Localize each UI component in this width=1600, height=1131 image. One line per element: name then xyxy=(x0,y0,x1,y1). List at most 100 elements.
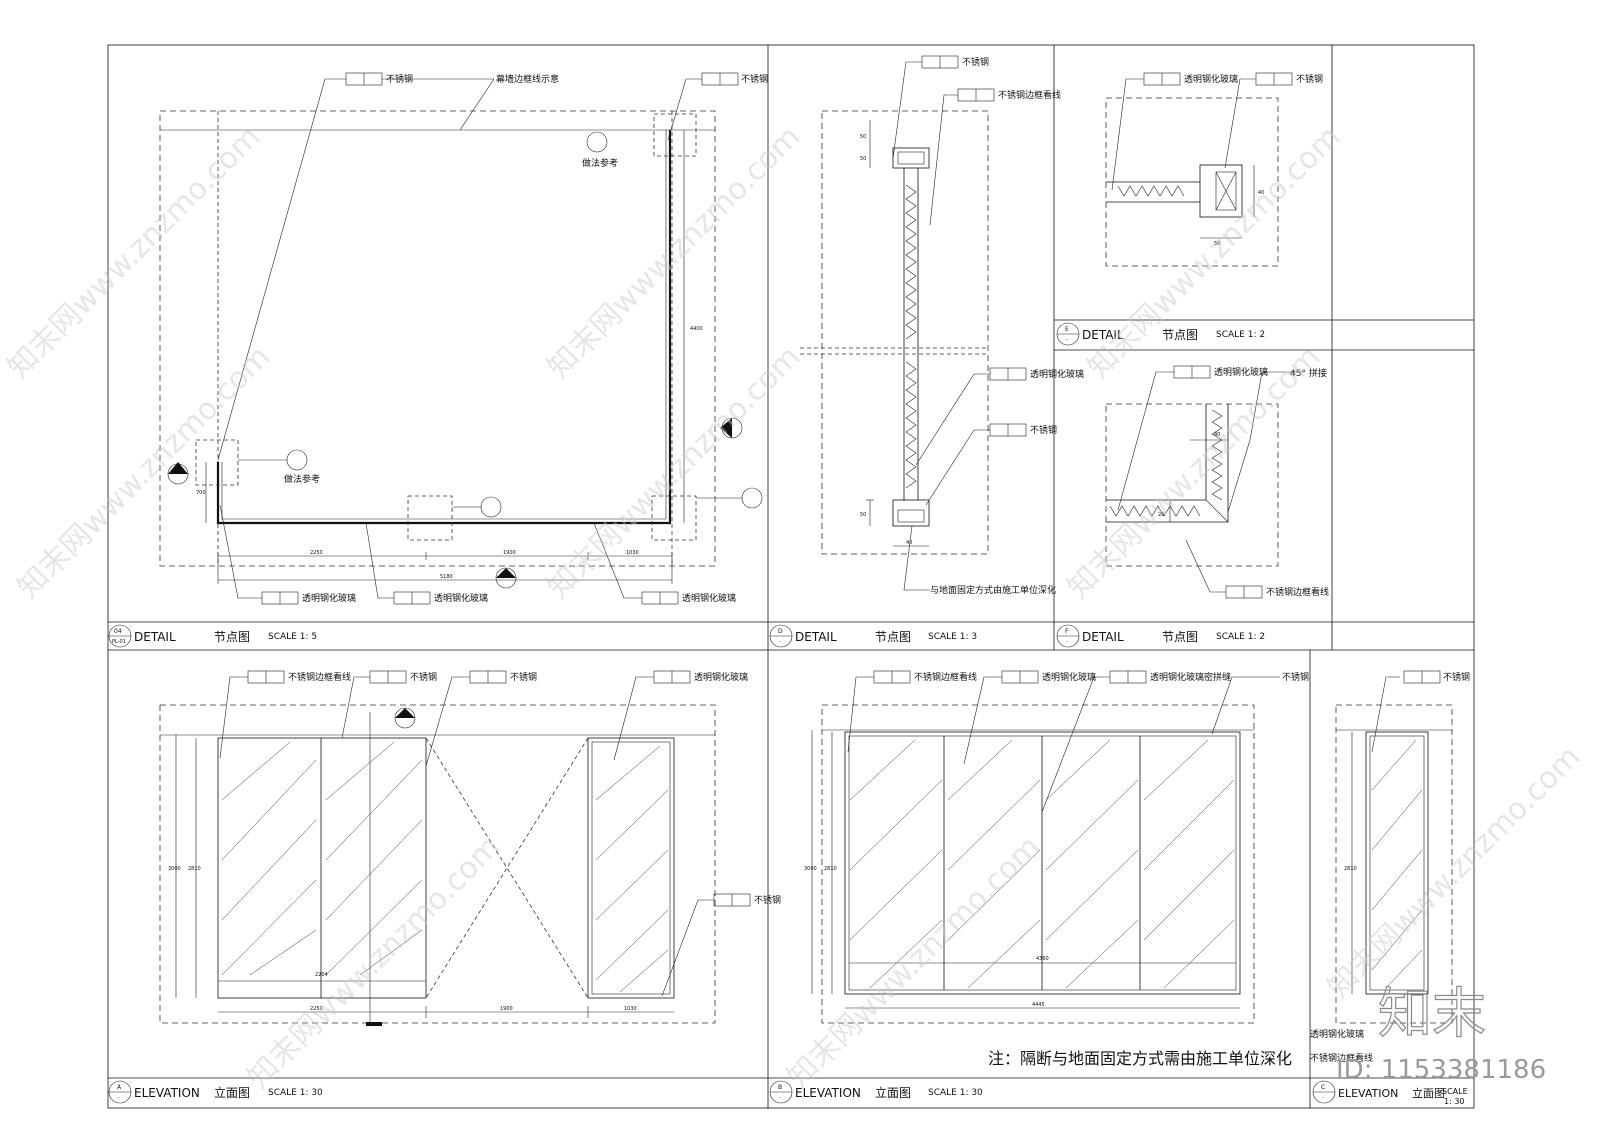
plan-dim-left: 700 xyxy=(196,490,206,496)
c-dim-h: 2810 xyxy=(1344,866,1357,872)
a-dim-h1: 3000 xyxy=(168,866,181,872)
b-dim-inner: 4360 xyxy=(1036,956,1049,962)
section-detail-f: 40 20 透明钢化玻璃 45° 拼接 不锈钢边框看线 xyxy=(1105,365,1329,599)
title-detail-f: F - DETAIL 节点图 SCALE 1: 2 xyxy=(1056,624,1265,648)
d-dim-2: 50 xyxy=(860,156,866,162)
e-dim-1: 40 xyxy=(1258,190,1264,196)
c-label-frame-line: 不锈钢边框看线 xyxy=(1310,1052,1373,1064)
svg-text:ELEVATION: ELEVATION xyxy=(1338,1087,1398,1100)
plan-dim-total: 5180 xyxy=(440,574,453,580)
svg-text:F: F xyxy=(1065,628,1069,635)
svg-text:SCALE 1: 30: SCALE 1: 30 xyxy=(928,1088,983,1098)
svg-text:ELEVATION: ELEVATION xyxy=(134,1086,200,1100)
d-label-glass: 透明钢化玻璃 xyxy=(1030,368,1084,380)
svg-text:-: - xyxy=(118,1095,120,1101)
title-elevation-b: B - ELEVATION 立面图 SCALE 1: 30 xyxy=(769,1080,983,1104)
svg-text:A: A xyxy=(117,1084,122,1091)
svg-text:D: D xyxy=(778,628,783,635)
plan-label-glass-3: 透明钢化玻璃 xyxy=(682,592,736,604)
svg-text:节点图: 节点图 xyxy=(214,630,250,644)
b-label-glass: 透明钢化玻璃 xyxy=(1042,671,1096,683)
svg-text:-: - xyxy=(1066,337,1068,343)
svg-text:-: - xyxy=(779,1095,781,1101)
f-dim-2: 20 xyxy=(1158,512,1164,518)
e-dim-2: 50 xyxy=(1214,241,1220,247)
a-label-glass: 透明钢化玻璃 xyxy=(694,671,748,683)
section-detail-d: 50 50 50 40 不锈钢 不锈钢边框看线 透明钢化玻璃 不锈钢 与地面固定… xyxy=(800,55,1084,596)
elevation-b: 3000 2810 4445 4360 不锈钢边框看线 透明钢化玻璃 透明钢化玻… xyxy=(804,670,1309,1068)
svg-text:1: 30: 1: 30 xyxy=(1444,1097,1465,1106)
d-label-stainless: 不锈钢 xyxy=(962,56,989,68)
plan-dim-2: 1900 xyxy=(503,550,516,556)
svg-text:知末网www.znzmo.com: 知末网www.znzmo.com xyxy=(11,339,277,605)
title-detail-d: D - DETAIL 节点图 SCALE 1: 3 xyxy=(769,624,977,648)
svg-text:-: - xyxy=(779,639,781,645)
section-detail-e: 40 50 透明钢化玻璃 不锈钢 xyxy=(1105,72,1323,267)
svg-text:E: E xyxy=(1065,326,1069,333)
plan-dim-3: 1030 xyxy=(626,550,639,556)
svg-text:DETAIL: DETAIL xyxy=(134,630,176,644)
brand-logo: 知末 xyxy=(1378,982,1486,1045)
svg-text:SCALE 1: 5: SCALE 1: 5 xyxy=(268,632,317,642)
plan-label-glass-1: 透明钢化玻璃 xyxy=(302,592,356,604)
svg-text:立面图: 立面图 xyxy=(875,1085,911,1100)
b-label-frame-line: 不锈钢边框看线 xyxy=(914,671,977,683)
plan-label-glass-2: 透明钢化玻璃 xyxy=(434,592,488,604)
watermark: 知末网www.znzmo.com 知末网www.znzmo.com 知末网www… xyxy=(1,119,1587,1095)
section-marker-icon xyxy=(394,707,416,729)
elevation-c: 2810 不锈钢 透明钢化玻璃 不锈钢边框看线 xyxy=(1310,670,1470,1064)
b-label-seam: 透明钢化玻璃密拼缝 xyxy=(1150,671,1231,683)
plan-dim-right: 4400 xyxy=(690,326,703,332)
svg-text:DETAIL: DETAIL xyxy=(795,630,837,644)
a-dim-w2: 1900 xyxy=(500,1006,513,1012)
svg-text:节点图: 节点图 xyxy=(1162,630,1198,644)
glass-hatch xyxy=(1371,739,1423,989)
svg-text:C: C xyxy=(1321,1084,1325,1091)
title-elevation-a: A - ELEVATION 立面图 SCALE 1: 30 xyxy=(108,1080,323,1104)
svg-text:知末网www.znzmo.com: 知末网www.znzmo.com xyxy=(241,829,507,1095)
svg-text:-: - xyxy=(1066,639,1068,645)
d-label-ground-fix: 与地面固定方式由施工单位深化 xyxy=(930,584,1056,596)
svg-text:知末网www.znzmo.com: 知末网www.znzmo.com xyxy=(1321,739,1587,1005)
plan-dim-1: 2250 xyxy=(310,550,323,556)
title-detail-e: E - DETAIL 节点图 SCALE 1: 2 xyxy=(1056,322,1265,346)
plan-detail: 2250 1900 1030 5180 4400 700 不锈钢 幕墙边框线示意… xyxy=(159,72,768,605)
title-detail-04: 04 PL-01 DETAIL 节点图 SCALE 1: 5 xyxy=(108,624,317,648)
glass-hatch xyxy=(849,739,1235,989)
d-label-frame-line: 不锈钢边框看线 xyxy=(998,89,1061,101)
section-marker-icon xyxy=(167,417,743,589)
a-dim-w3: 1030 xyxy=(624,1006,637,1012)
svg-text:DETAIL: DETAIL xyxy=(1082,630,1124,644)
svg-text:B: B xyxy=(778,1084,782,1091)
svg-text:知末网www.znzmo.com: 知末网www.znzmo.com xyxy=(541,119,807,385)
title-elevation-c: C - ELEVATION 立面图 SCALE 1: 30 xyxy=(1312,1080,1468,1106)
plan-label-method-2: 做法参考 xyxy=(284,473,320,485)
svg-text:DETAIL: DETAIL xyxy=(1082,328,1124,342)
d-dim-1: 50 xyxy=(860,134,866,140)
a-label-stainless-2: 不锈钢 xyxy=(510,671,537,683)
svg-text:节点图: 节点图 xyxy=(875,630,911,644)
b-dim-h2: 2810 xyxy=(824,866,837,872)
e-label-glass: 透明钢化玻璃 xyxy=(1184,73,1238,85)
svg-text:SCALE: SCALE xyxy=(1442,1087,1468,1096)
a-dim-h2: 2810 xyxy=(188,866,201,872)
plan-label-curtain-wall: 幕墙边框线示意 xyxy=(496,73,559,85)
plan-label-method-1: 做法参考 xyxy=(582,157,618,169)
b-dim-w: 4445 xyxy=(1032,1002,1045,1008)
svg-text:节点图: 节点图 xyxy=(1162,328,1198,342)
b-dim-h1: 3000 xyxy=(804,866,817,872)
svg-text:-: - xyxy=(1322,1095,1324,1101)
note-text: 注：隔断与地面固定方式需由施工单位深化 xyxy=(988,1049,1292,1068)
a-dim-inner: 2204 xyxy=(315,972,328,978)
svg-text:ELEVATION: ELEVATION xyxy=(795,1086,861,1100)
svg-text:04: 04 xyxy=(114,628,122,635)
c-label-glass: 透明钢化玻璃 xyxy=(1310,1028,1364,1040)
svg-text:SCALE 1: 2: SCALE 1: 2 xyxy=(1216,632,1265,642)
d-label-stainless-2: 不锈钢 xyxy=(1030,424,1057,436)
f-dim-1: 40 xyxy=(1214,432,1220,438)
svg-text:SCALE 1: 2: SCALE 1: 2 xyxy=(1216,330,1265,340)
d-dim-4: 40 xyxy=(906,540,912,546)
f-label-miter: 45° 拼接 xyxy=(1290,367,1327,379)
svg-text:PL-01: PL-01 xyxy=(112,639,126,645)
